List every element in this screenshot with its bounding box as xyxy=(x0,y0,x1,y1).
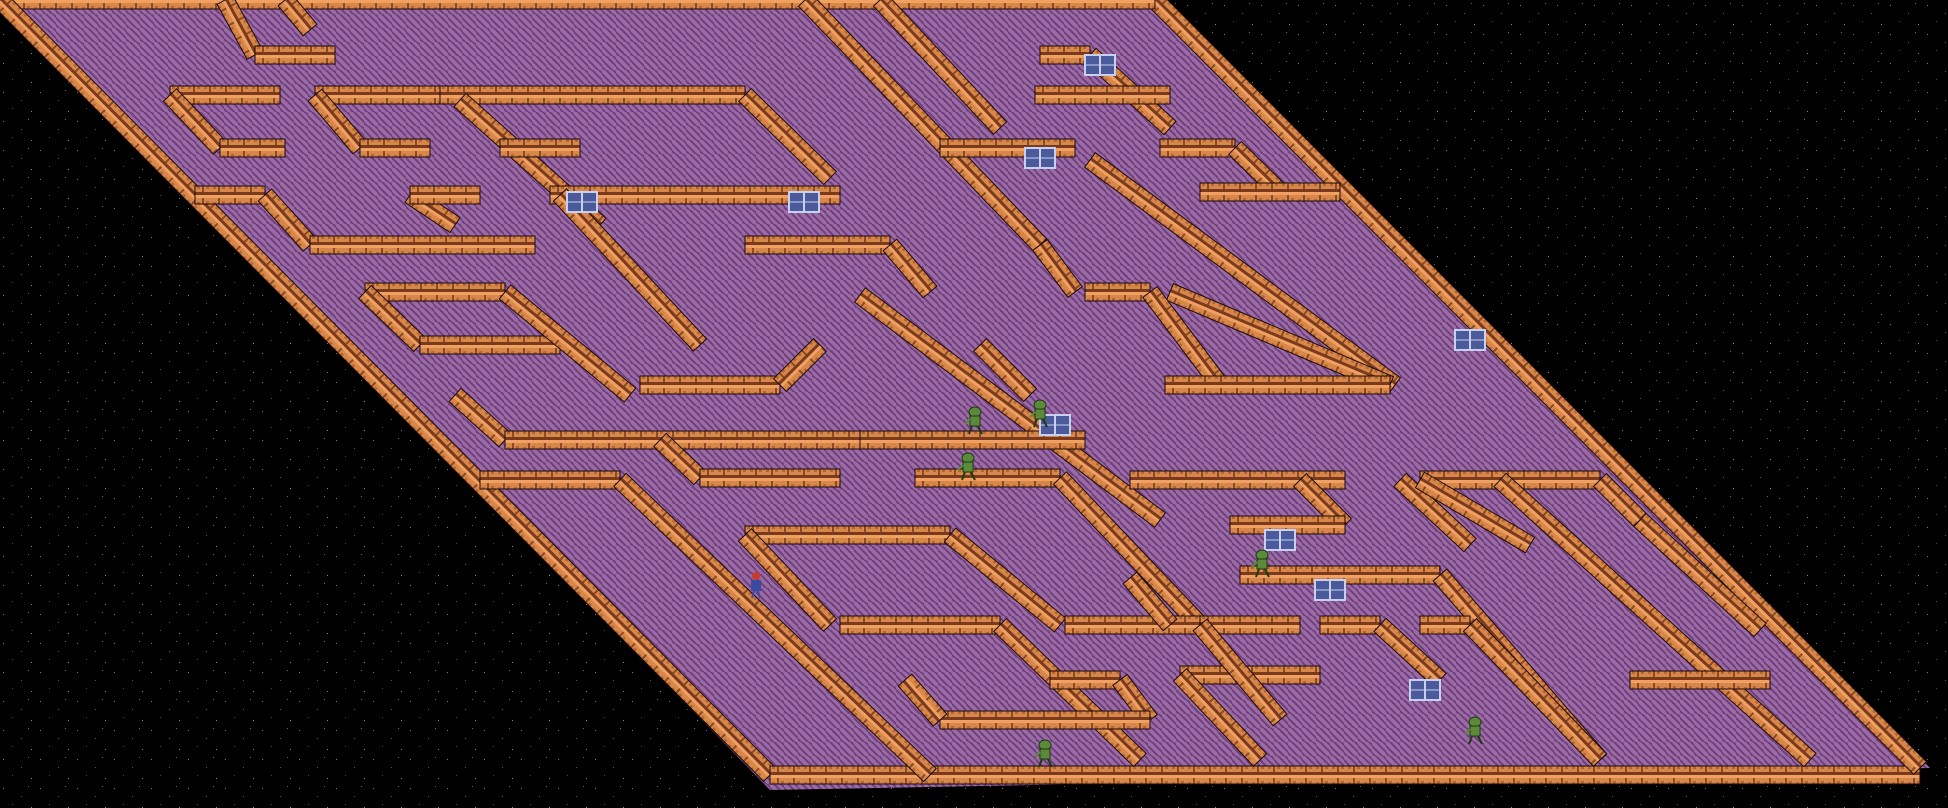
wall-segment xyxy=(552,188,708,352)
blue-window-icon xyxy=(1084,54,1116,76)
wall-segment xyxy=(872,0,1008,135)
wall-segment xyxy=(1064,615,1201,635)
blue-window-icon xyxy=(788,191,820,213)
wall-segment xyxy=(882,238,938,299)
wall-segment xyxy=(309,235,536,255)
wall-segment xyxy=(769,765,1921,785)
wall-segment xyxy=(738,87,837,186)
wall-segment xyxy=(1419,615,1471,635)
wall-segment xyxy=(744,525,951,545)
wall-segment xyxy=(639,375,781,395)
wall-segment xyxy=(1414,471,1536,554)
wall-segment xyxy=(853,287,1167,528)
wall-segment xyxy=(359,138,431,158)
wall-segment xyxy=(772,337,828,393)
blue-window-icon xyxy=(566,191,598,213)
wall-segment xyxy=(1084,282,1151,302)
wall-segment xyxy=(1172,668,1268,767)
wall-segment xyxy=(1319,615,1381,635)
blue-window-icon xyxy=(1314,579,1346,601)
wall-segment xyxy=(1083,152,1402,393)
wall-segment xyxy=(549,185,841,205)
human-player-icon xyxy=(751,572,761,599)
wall-segment xyxy=(0,0,1156,10)
wall-segment xyxy=(1039,45,1091,65)
window-tiles xyxy=(566,54,1486,701)
wall-segment xyxy=(914,468,1061,488)
wall-segment xyxy=(1034,85,1171,105)
wall-segment xyxy=(939,710,1151,730)
player-character[interactable] xyxy=(751,572,761,599)
blue-window-icon xyxy=(1264,529,1296,551)
maze-walls xyxy=(0,0,1928,785)
alien-enemies[interactable] xyxy=(957,399,1483,768)
wall-segment xyxy=(409,185,481,205)
wall-segment xyxy=(699,468,841,488)
wall-segment xyxy=(1393,472,1477,553)
wall-segment xyxy=(194,185,266,205)
wall-segment xyxy=(1129,470,1346,490)
wall-segment xyxy=(419,335,561,355)
wall-segment xyxy=(1633,512,1767,638)
wall-segment xyxy=(943,527,1067,633)
wall-segment xyxy=(498,284,637,403)
wall-segment xyxy=(1493,472,1817,768)
wall-segment xyxy=(839,615,1001,635)
wall-segment xyxy=(499,138,581,158)
wall-segment xyxy=(804,0,1156,10)
wall-segment xyxy=(1462,618,1608,767)
green-alien-icon xyxy=(957,452,976,481)
wall-segment xyxy=(1147,0,1928,776)
wall-segment xyxy=(613,472,937,783)
wall-segment xyxy=(859,430,1086,450)
wall-segment xyxy=(254,45,336,65)
wall-segment xyxy=(1032,238,1083,299)
wall-segment xyxy=(219,138,286,158)
green-alien-icon xyxy=(1029,399,1048,428)
wall-segment xyxy=(364,282,506,302)
wall-segment xyxy=(314,85,441,105)
blue-window-icon xyxy=(1409,679,1441,701)
wall-segment xyxy=(1049,670,1121,690)
wall-segment xyxy=(439,85,746,105)
wall-segment xyxy=(1629,670,1771,690)
wall-segment xyxy=(1192,618,1288,727)
green-alien-icon xyxy=(1034,739,1053,768)
blue-window-icon xyxy=(1454,329,1486,351)
wall-segment xyxy=(1199,182,1341,202)
wall-segment xyxy=(744,235,891,255)
wall-segment xyxy=(1122,571,1178,632)
green-alien-icon xyxy=(1251,549,1270,578)
wall-segment xyxy=(897,673,948,727)
green-alien-icon xyxy=(1464,716,1483,745)
green-alien-icon xyxy=(964,406,983,435)
wall-segment xyxy=(277,0,318,37)
wall-segment xyxy=(1164,375,1391,395)
wall-segment xyxy=(1159,138,1236,158)
wall-segment xyxy=(737,528,838,632)
wall-segment xyxy=(479,470,621,490)
wall-segment xyxy=(972,337,1038,403)
blue-window-icon xyxy=(1024,147,1056,169)
